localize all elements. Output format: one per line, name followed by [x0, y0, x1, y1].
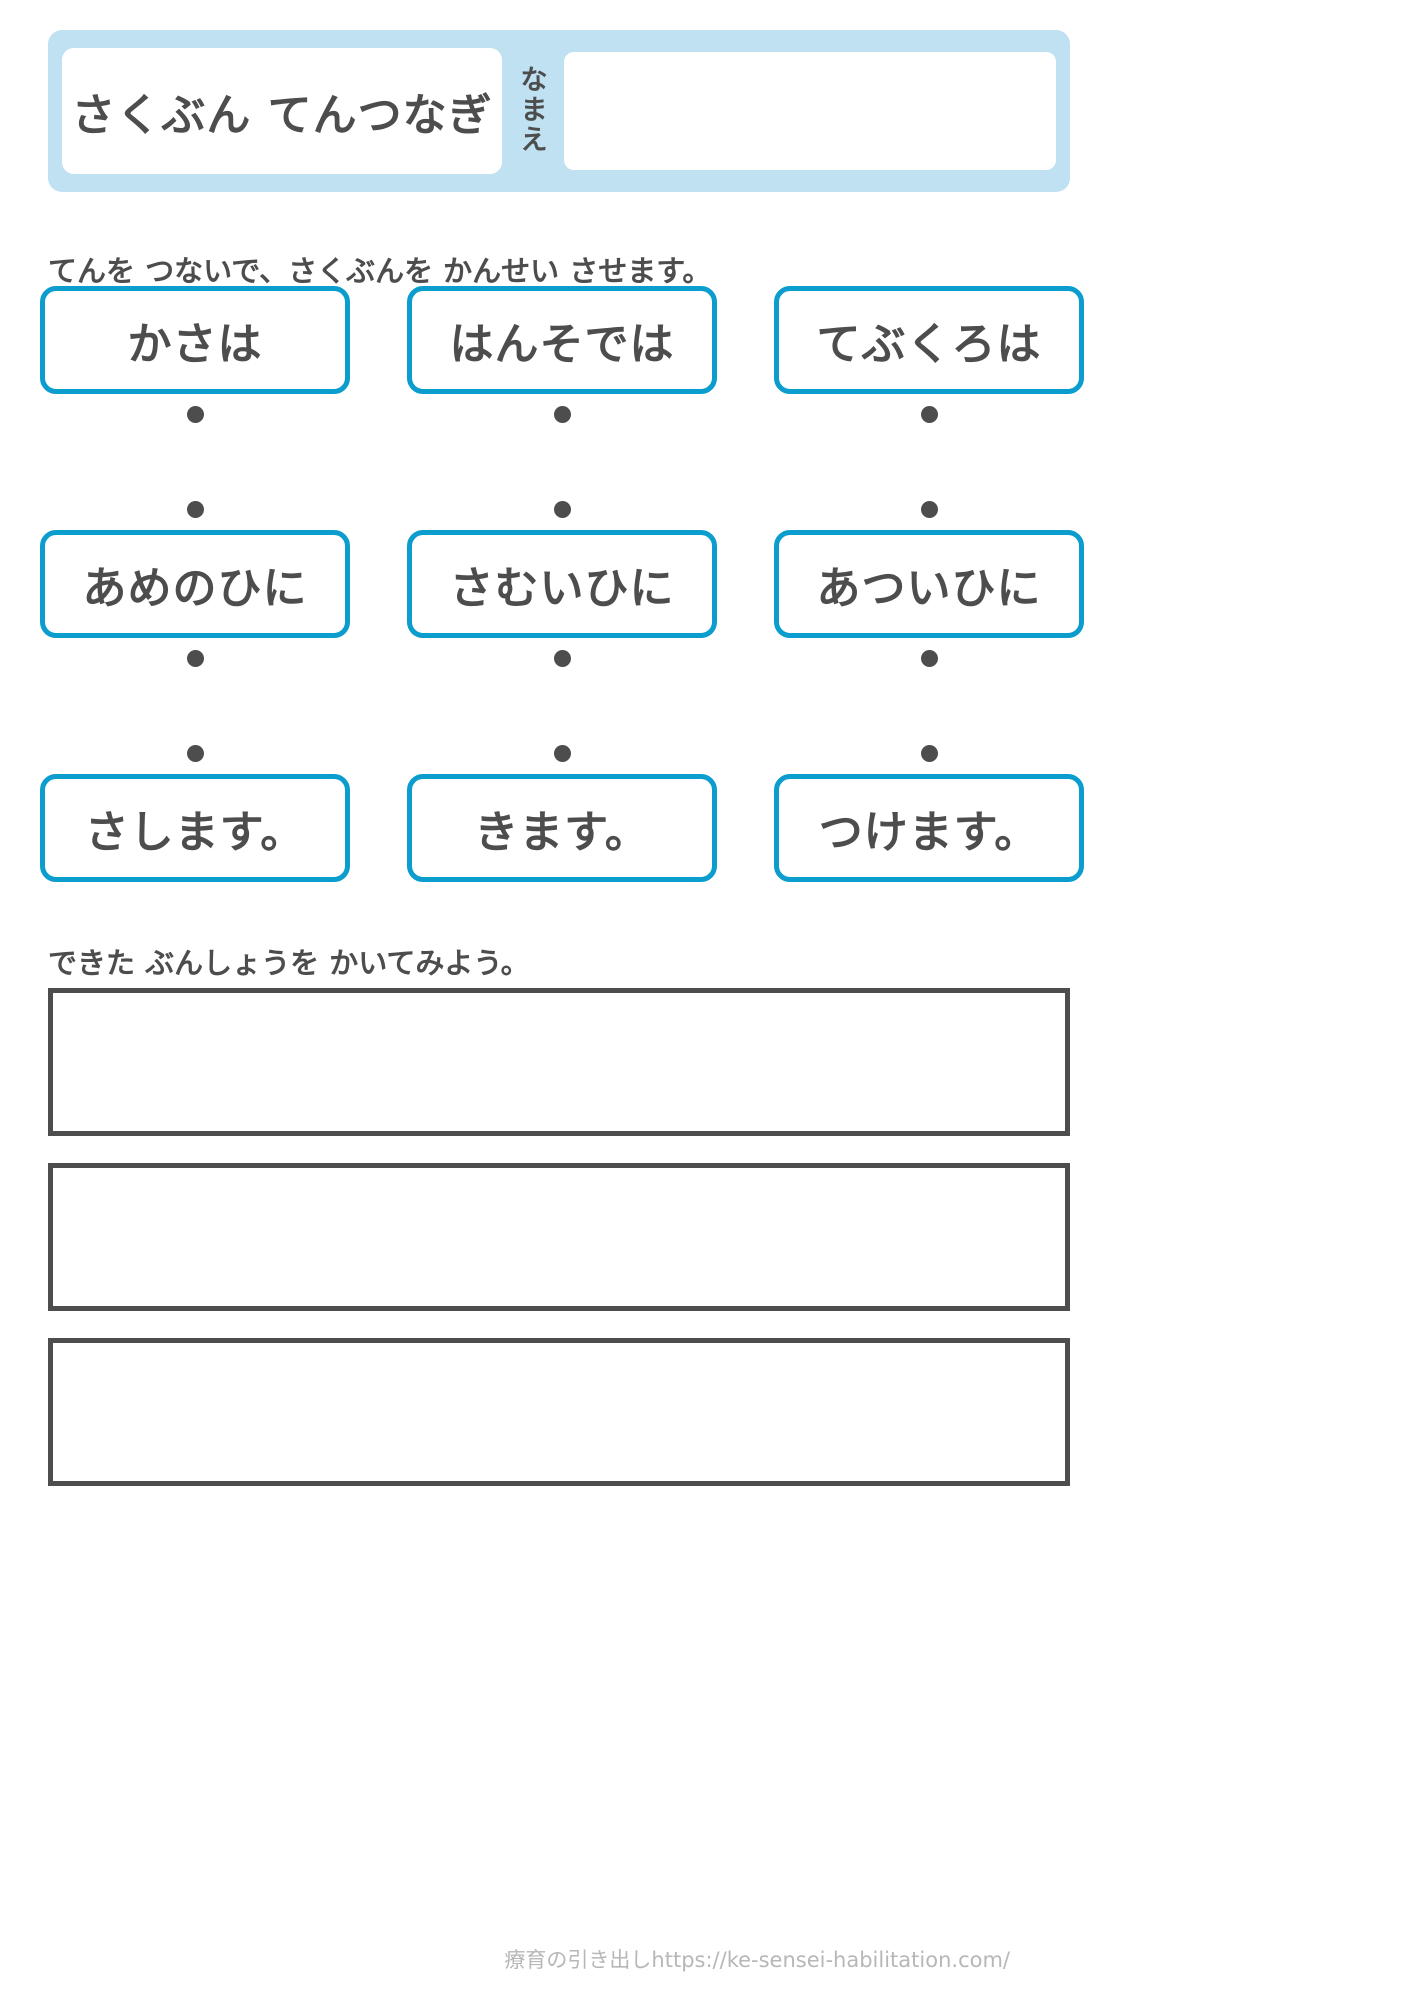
connector-dot-icon[interactable]	[920, 501, 938, 518]
word-box-r1c1[interactable]: かさは	[40, 286, 350, 394]
name-label-char-1: な	[520, 64, 548, 96]
dot-cell-r3c2-top	[407, 745, 717, 762]
word-box-r2c1[interactable]: あめのひに	[40, 530, 350, 638]
connector-dot-icon[interactable]	[186, 650, 204, 667]
connector-dot-row-2-top	[40, 501, 1374, 518]
word-label-r2c2: さむいひに	[449, 563, 675, 614]
dot-cell-r1c3	[774, 406, 1084, 423]
word-box-r1c2[interactable]: はんそでは	[407, 286, 717, 394]
dot-cell-r2c1-bottom	[40, 650, 350, 667]
word-box-r2c3[interactable]: あついひに	[774, 530, 1084, 638]
connector-dot-icon[interactable]	[186, 406, 204, 423]
dot-cell-r3c3-top	[774, 745, 1084, 762]
name-label-char-3: え	[520, 125, 548, 157]
word-box-r3c3[interactable]: つけます。	[774, 774, 1084, 882]
dot-cell-r2c2-bottom	[407, 650, 717, 667]
footer-credit: 療育の引き出しhttps://ke-sensei-habilitation.co…	[504, 1948, 1010, 1972]
connector-dot-row-2-bottom	[40, 650, 1374, 667]
connector-dot-icon[interactable]	[920, 650, 938, 667]
connector-dot-icon[interactable]	[186, 745, 204, 762]
write-line-1[interactable]	[48, 988, 1070, 1136]
dot-cell-r2c3-top	[774, 501, 1084, 518]
connector-dot-row-3-top	[40, 745, 1374, 762]
word-box-r2c2[interactable]: さむいひに	[407, 530, 717, 638]
connector-dot-icon[interactable]	[920, 406, 938, 423]
word-box-r3c1[interactable]: さします。	[40, 774, 350, 882]
word-label-r3c1: さします。	[84, 807, 306, 858]
connector-dot-icon[interactable]	[553, 406, 571, 423]
connector-dot-row-1-bottom	[40, 406, 1374, 423]
instruction-text: てんを つないで、さくぶんを かんせい させます。	[48, 254, 712, 288]
dot-cell-r1c2	[407, 406, 717, 423]
word-label-r2c1: あめのひに	[82, 563, 308, 614]
word-row-2: あめのひに さむいひに あついひに	[40, 530, 1374, 638]
word-label-r3c3: つけます。	[818, 807, 1040, 858]
name-input[interactable]	[564, 52, 1056, 170]
dot-cell-r2c3-bottom	[774, 650, 1084, 667]
connector-dot-icon[interactable]	[553, 501, 571, 518]
word-row-3: さします。 きます。 つけます。	[40, 774, 1374, 882]
page-title: さくぶん てんつなぎ	[71, 90, 493, 141]
dot-cell-r2c1-top	[40, 501, 350, 518]
header-bar: さくぶん てんつなぎ な ま え	[48, 30, 1070, 192]
connector-dot-icon[interactable]	[553, 745, 571, 762]
word-box-r3c2[interactable]: きます。	[407, 774, 717, 882]
write-boxes	[48, 988, 1070, 1513]
dot-cell-r1c1	[40, 406, 350, 423]
dot-cell-r3c1-top	[40, 745, 350, 762]
write-section-label: できた ぶんしょうを かいてみよう。	[48, 946, 530, 980]
word-label-r3c2: きます。	[474, 807, 650, 858]
write-line-3[interactable]	[48, 1338, 1070, 1486]
connector-dot-icon[interactable]	[553, 650, 571, 667]
connector-dot-icon[interactable]	[920, 745, 938, 762]
matching-grid: かさは はんそでは てぶくろは あめのひに	[40, 286, 1374, 882]
word-box-r1c3[interactable]: てぶくろは	[774, 286, 1084, 394]
connector-dot-icon[interactable]	[186, 501, 204, 518]
title-box: さくぶん てんつなぎ	[62, 48, 502, 174]
word-label-r1c1: かさは	[127, 319, 263, 370]
word-row-1: かさは はんそでは てぶくろは	[40, 286, 1374, 394]
name-label-char-2: ま	[520, 94, 548, 126]
dot-cell-r2c2-top	[407, 501, 717, 518]
word-label-r2c3: あついひに	[816, 563, 1042, 614]
word-label-r1c2: はんそでは	[449, 319, 675, 370]
write-line-2[interactable]	[48, 1163, 1070, 1311]
name-label: な ま え	[512, 64, 556, 157]
word-label-r1c3: てぶくろは	[816, 319, 1042, 370]
